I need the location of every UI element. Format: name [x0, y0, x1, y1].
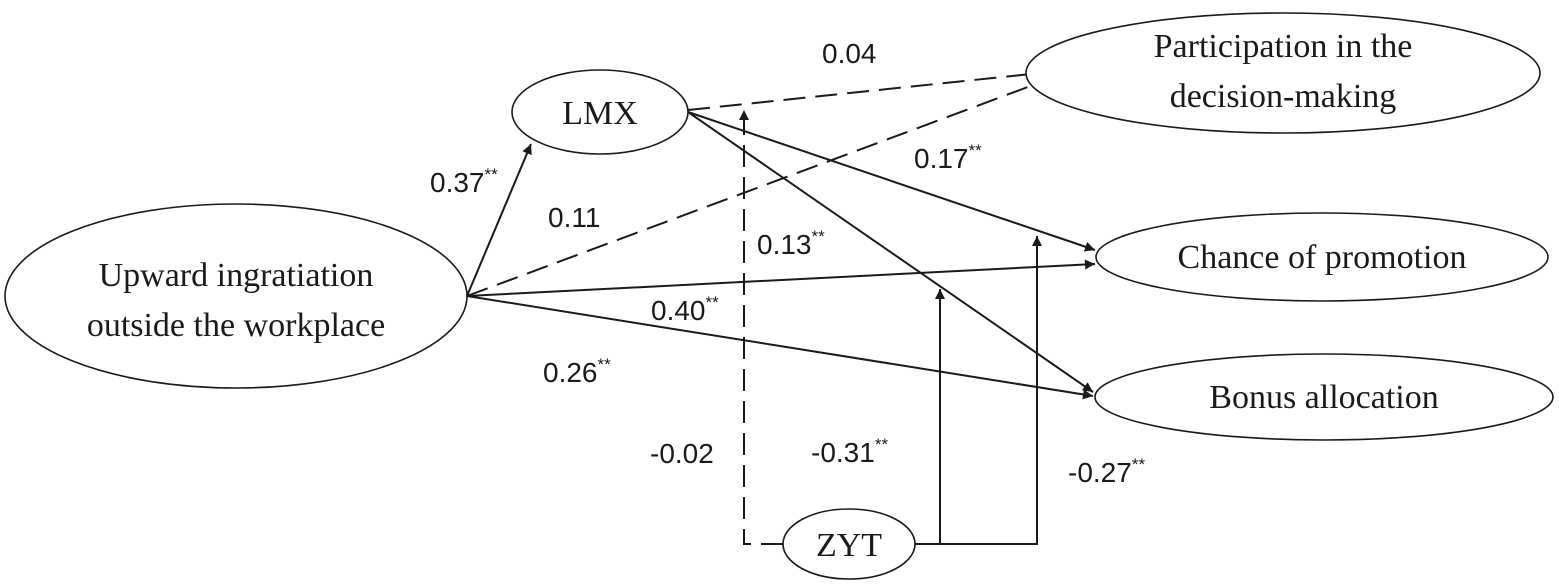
coef-upward-participation: 0.11 [548, 202, 600, 233]
node-upward-ingratiation: Upward ingratiation outside the workplac… [4, 203, 468, 389]
coef-lmx-participation: 0.04 [822, 38, 877, 69]
coef-lmx-bonus: 0.13** [757, 227, 825, 260]
path-lmx-to-bonus [687, 111, 1094, 393]
coef-zyt-mod2: -0.31** [811, 435, 888, 468]
path-upward-to-participation [466, 76, 1053, 297]
node-participation: Participation in the decision-making [1025, 12, 1541, 134]
node-upward-line2: outside the workplace [87, 307, 385, 344]
node-lmx-label: LMX [562, 95, 638, 132]
path-upward-to-promotion [466, 259, 1096, 297]
node-bonus-label: Bonus allocation [1209, 379, 1438, 416]
node-participation-line1: Participation in the [1154, 28, 1413, 65]
coef-upward-bonus: 0.26** [543, 355, 611, 388]
node-zyt-label: ZYT [816, 527, 882, 564]
node-promotion-label: Chance of promotion [1178, 239, 1467, 276]
path-lmx-to-participation [687, 68, 1051, 111]
node-promotion: Chance of promotion [1095, 212, 1549, 302]
moderation-zyt-lmx-bonus [915, 289, 945, 545]
coef-zyt-mod3: -0.27** [1068, 455, 1145, 488]
path-lmx-to-promotion [687, 111, 1096, 252]
coef-upward-lmx: 0.37** [430, 165, 498, 198]
path-upward-to-bonus [466, 295, 1094, 400]
coef-upward-promotion: 0.40** [651, 293, 719, 326]
node-zyt: ZYT [782, 508, 916, 580]
node-lmx: LMX [511, 69, 689, 155]
node-bonus: Bonus allocation [1094, 353, 1554, 441]
node-upward-line1: Upward ingratiation [99, 257, 374, 294]
path-upward-to-lmx [466, 143, 532, 297]
coef-zyt-mod1: -0.02 [650, 438, 714, 469]
coef-lmx-promotion: 0.17** [914, 141, 982, 174]
node-participation-line2: decision-making [1170, 78, 1397, 115]
moderation-zyt-lmx-participation [739, 110, 783, 545]
moderation-zyt-promotion [940, 236, 1042, 545]
